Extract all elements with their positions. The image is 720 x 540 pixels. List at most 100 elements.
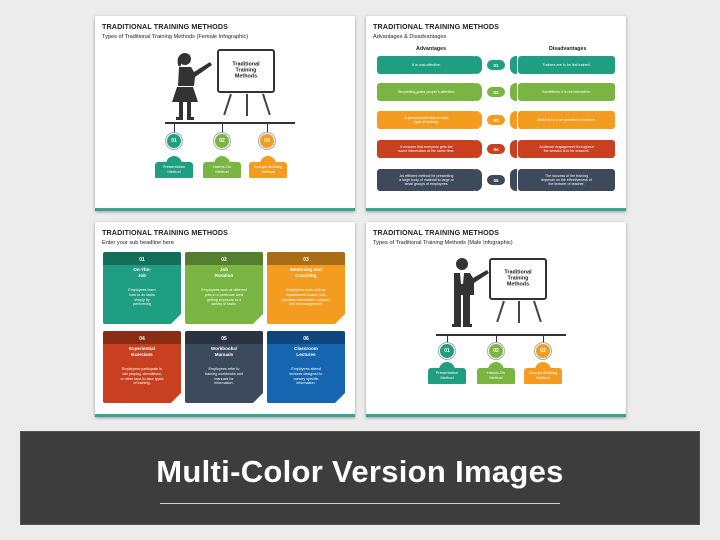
slide-male-infographic[interactable]: TRADITIONAL TRAINING METHODS Types of Tr… (366, 222, 626, 417)
card-heading: Mentoring and Coaching (290, 267, 322, 278)
step-badge-02: 02 (214, 133, 230, 149)
row-number: 03 (486, 114, 506, 126)
board-leg (223, 93, 232, 116)
slide-female-infographic[interactable]: TRADITIONAL TRAINING METHODS Types of Tr… (95, 16, 355, 211)
method-tab-hands-on: Hands-On Method (203, 156, 241, 178)
board-text: Traditional Training Methods (232, 61, 260, 81)
card-number: 05 (221, 336, 227, 342)
slide-subtitle: Enter your sub headline here (102, 240, 174, 246)
slide-training-methods-notes[interactable]: TRADITIONAL TRAINING METHODS Enter your … (95, 222, 355, 417)
disadvantage-text: Sometimes it is not interactive. (518, 83, 615, 101)
row-cap (510, 83, 517, 101)
card-heading: Workbooks/ Manuals (210, 346, 238, 357)
step-badge-02: 02 (488, 343, 504, 359)
row-number: 02 (486, 86, 506, 98)
version-banner: Multi-Color Version Images (20, 431, 700, 525)
slide-advantages-disadvantages[interactable]: TRADITIONAL TRAINING METHODS Advantages … (366, 16, 626, 211)
step-badge-01: 01 (166, 133, 182, 149)
row-cap (475, 56, 482, 74)
row-cap (510, 169, 517, 191)
woman-presenter-icon (172, 53, 212, 120)
advantage-text: A personal and face-to-face type of trai… (377, 111, 476, 129)
board-leg (533, 300, 542, 323)
card-description: Employees refer to training workbooks an… (205, 367, 243, 386)
connector (543, 335, 544, 343)
row-cap (510, 111, 517, 129)
row-cap (510, 56, 517, 74)
man-presenter-icon (452, 258, 489, 327)
page-curl (335, 393, 345, 403)
slide-title: TRADITIONAL TRAINING METHODS (102, 228, 229, 237)
method-card-02: 02 Job Rotation Employees work at differ… (185, 252, 263, 324)
page-curl (171, 314, 181, 324)
comparison-row-05: An efficient method for presenting a lar… (377, 169, 615, 191)
card-header (185, 252, 263, 265)
card-heading: Classroom Lectures (294, 346, 318, 357)
card-description: Employees work at different jobs in a pa… (201, 288, 247, 307)
stage-line (165, 122, 295, 124)
card-heading: On-The- Job (133, 267, 151, 278)
card-description: Employees attend lectures designed to co… (289, 367, 323, 386)
advantages-heading: Advantages (416, 46, 447, 52)
card-header (185, 331, 263, 344)
slide-subtitle: Types of Traditional Training Methods (M… (373, 240, 513, 246)
slide-title: TRADITIONAL TRAINING METHODS (373, 22, 500, 31)
step-badge-03: 03 (535, 343, 551, 359)
disadvantage-text: Material is to be provided to trainers. (518, 111, 615, 129)
row-cap (475, 83, 482, 101)
board-leg (518, 301, 520, 323)
whiteboard: Traditional Training Methods (217, 49, 275, 93)
connector (267, 123, 268, 133)
method-card-01: 01 On-The- Job Employees learn how to do… (103, 252, 181, 324)
card-number: 01 (139, 257, 145, 263)
card-description: Employees participate in role playing, s… (120, 367, 164, 386)
slide-title: TRADITIONAL TRAINING METHODS (102, 22, 229, 31)
slide-subtitle: Types of Traditional Training Methods (F… (102, 34, 249, 40)
method-tab-groups-building: Groups Building Method (524, 362, 562, 384)
card-header (103, 331, 181, 344)
method-card-06: 06 Classroom Lectures Employees attend l… (267, 331, 345, 403)
row-number: 01 (486, 59, 506, 71)
row-number: 04 (486, 143, 506, 155)
board-leg (246, 94, 248, 116)
banner-title: Multi-Color Version Images (156, 454, 564, 489)
connector (447, 335, 448, 343)
board-text: Traditional Training Methods (504, 269, 532, 289)
disadvantages-heading: Disadvantages (549, 46, 587, 52)
board-leg (262, 93, 271, 116)
card-description: Employees work with an experienced worke… (281, 288, 331, 307)
card-header (267, 252, 345, 265)
connector (222, 123, 223, 133)
card-number: 02 (221, 257, 227, 263)
step-badge-01: 01 (439, 343, 455, 359)
card-number: 04 (139, 336, 145, 342)
stage-line (436, 334, 566, 336)
card-header (103, 252, 181, 265)
method-tab-presentation: Presentation Method (428, 362, 466, 384)
disadvantage-text: The success of the training depends on t… (518, 169, 615, 191)
connector (496, 335, 497, 343)
page-curl (171, 393, 181, 403)
page-curl (335, 314, 345, 324)
row-number: 05 (486, 174, 506, 186)
method-card-05: 05 Workbooks/ Manuals Employees refer to… (185, 331, 263, 403)
card-description: Employees learn how to do tasks simply b… (128, 288, 156, 307)
advantage-text: It ensures that everyone gets the same i… (377, 140, 476, 158)
method-tab-presentation: Presentation Method (155, 156, 193, 178)
connector (174, 123, 175, 133)
slide-subtitle: Advantages & Disadvantages (373, 34, 447, 40)
disadvantage-text: Audience engagement throughout the sessi… (518, 140, 615, 158)
slide-title: TRADITIONAL TRAINING METHODS (373, 228, 500, 237)
banner-divider (160, 503, 560, 504)
comparison-row-04: It ensures that everyone gets the same i… (377, 140, 615, 158)
card-heading: Experiential Exercises (128, 346, 156, 357)
page-curl (253, 393, 263, 403)
row-cap (475, 140, 482, 158)
method-tab-groups-building: Groups Building Method (249, 156, 287, 178)
method-card-04: 04 Experiential Exercises Employees part… (103, 331, 181, 403)
page-curl (253, 314, 263, 324)
advantage-text: Storytelling grabs people's attention. (377, 83, 476, 101)
card-number: 06 (303, 336, 309, 342)
disadvantage-text: Trainers are to be first trained. (518, 56, 615, 74)
whiteboard: Traditional Training Methods (489, 258, 547, 300)
